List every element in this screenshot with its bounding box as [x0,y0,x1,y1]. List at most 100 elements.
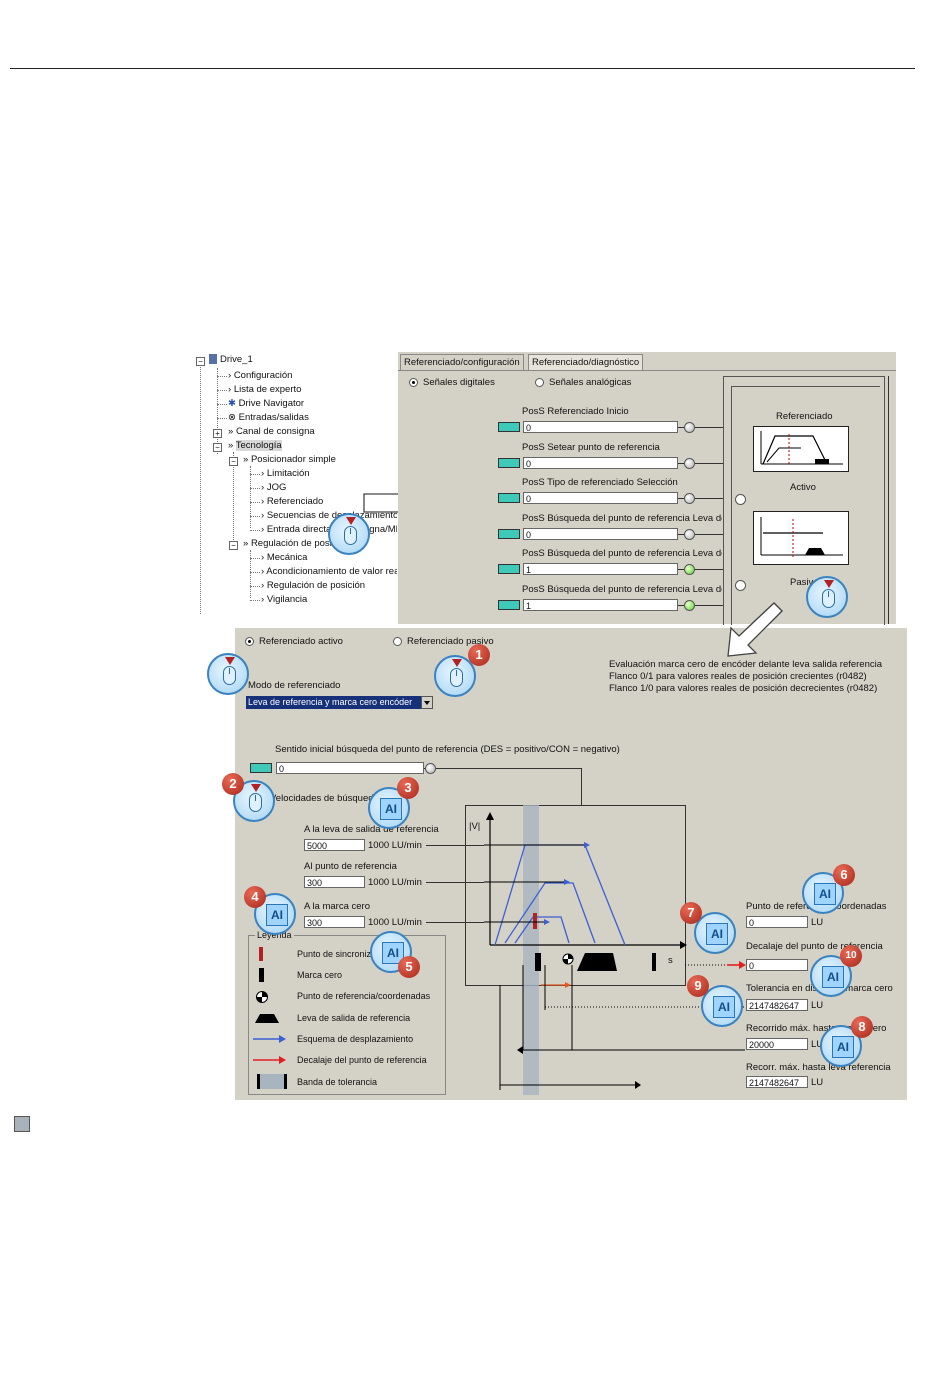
v1-wire [426,845,484,846]
v1-input[interactable]: 5000 [304,839,365,851]
passive-referencing-diagram[interactable] [753,511,849,565]
signal-input-tipo[interactable]: 0 [523,492,678,504]
tree-item-secuencias[interactable]: › Secuencias de desplazamiento [261,510,397,521]
signal-input-inicio[interactable]: 0 [523,421,678,433]
p1-input[interactable]: 0 [746,916,808,928]
signal-label-tipo: PosS Tipo de referenciado Selección [522,477,678,488]
p4-unit: LU [811,1039,824,1050]
signal-wire [678,498,723,499]
chevron-down-icon[interactable] [421,696,433,709]
direction-wire-down [581,768,582,806]
legend-item: Punto de referencia/coordenadas [297,991,431,1001]
tree-item-regulacion-posicion[interactable]: › Regulación de posición [261,580,366,591]
radio-label-activo: Referenciado activo [259,636,343,647]
signal-input-busqueda-2[interactable]: 1 [523,563,678,575]
tab-referenciado-configuracion[interactable]: Referenciado/configuración [400,354,524,370]
note-square-icon [14,1116,30,1132]
connector-icon[interactable] [250,763,272,773]
click-marker-icon [346,517,356,525]
radio-referenciado-activo[interactable] [245,637,254,646]
radio-mode-passive[interactable] [735,580,746,591]
connector-icon[interactable] [498,458,520,468]
ai-input-hint: AI [694,912,736,954]
tree-item-label: Limitación [266,468,310,479]
p2-input[interactable]: 0 [746,959,808,971]
tree-item-configuracion[interactable]: › Configuración [228,370,292,381]
expand-icon[interactable]: + [213,429,222,438]
mouse-icon [223,666,236,685]
connector-icon[interactable] [498,564,520,574]
collapse-icon[interactable]: − [196,357,205,366]
legend-item: Leva de salida de referencia [297,1013,411,1023]
blue-arrow-icon [253,1035,286,1043]
v3-input[interactable]: 300 [304,916,365,928]
tree-item-acondicionamiento[interactable]: › Acondicionamiento de valor real [261,566,397,577]
tree-item-label: JOG [266,482,287,493]
p5-input[interactable]: 2147482647 [746,1076,808,1088]
tab-referenciado-diagnostico[interactable]: Referenciado/diagnóstico [528,354,644,370]
step-badge-10: 10 [840,945,862,967]
tree-root-drive[interactable]: Drive_1 [209,354,253,365]
cam-icon [255,1014,279,1023]
tab-underline [398,370,896,371]
collapse-icon[interactable]: − [229,541,238,550]
tree-item-label: Regulación de posición [250,538,350,549]
connector-icon[interactable] [498,529,520,539]
tree-item-drive-navigator[interactable]: ✱ Drive Navigator [228,398,304,409]
signal-input-busqueda-3[interactable]: 1 [523,599,678,611]
mouse-icon [344,526,357,545]
collapse-icon[interactable]: − [213,443,222,452]
ai-icon: AI [382,942,404,964]
click-marker-icon [824,580,834,588]
direction-input[interactable]: 0 [276,762,424,774]
tree-item-regulacion[interactable]: » Regulación de posición [243,538,397,549]
legend-item: Decalaje del punto de referencia [297,1055,427,1065]
click-marker-icon [225,657,235,665]
p4-input[interactable]: 20000 [746,1038,808,1050]
connector-icon[interactable] [498,600,520,610]
status-led [684,422,695,433]
tree-item-vigilancia[interactable]: › Vigilancia [261,594,308,605]
ai-icon: AI [822,966,844,988]
tree-item-limitacion[interactable]: › Limitación [261,468,310,479]
p3-unit: LU [811,1000,824,1011]
collapse-icon[interactable]: − [229,457,238,466]
signal-label-busqueda-3: PosS Búsqueda del punto de referencia Le… [522,584,722,595]
tree-item-lista-experto[interactable]: › Lista de experto [228,384,301,395]
radio-referenciado-pasivo[interactable] [393,637,402,646]
active-referencing-diagram[interactable] [753,426,849,472]
v2-input[interactable]: 300 [304,876,365,888]
connector-icon[interactable] [498,422,520,432]
radio-mode-active[interactable] [735,494,746,505]
p3-input[interactable]: 2147482647 [746,999,808,1011]
radio-senales-digitales[interactable] [409,378,418,387]
tree-item-referenciado[interactable]: › Referenciado [261,496,324,507]
mode-select[interactable]: Leva de referencia y marca cero encóder [246,696,422,709]
mouse-icon [450,668,463,687]
tree-item-jog[interactable]: › JOG [261,482,287,493]
p1-unit: LU [811,917,824,928]
tree-item-entradas-salidas[interactable]: ⊗ Entradas/salidas [228,412,309,423]
tree-item-posicionador[interactable]: » Posicionador simple [243,454,336,465]
ai-icon: AI [832,1036,854,1058]
project-tree: − Drive_1 › Configuración › Lista de exp… [195,352,398,614]
p2-label: Decalaje del punto de referencia [746,941,883,952]
motion-profile-diagram [465,805,745,1095]
tree-item-canal-consigna[interactable]: » Canal de consigna [228,426,315,437]
v3-unit: 1000 LU/min [368,917,422,928]
p5-label: Recorr. máx. hasta leva referencia [746,1062,891,1073]
radio-senales-analogicas[interactable] [535,378,544,387]
ai-icon: AI [713,996,735,1018]
mouse-icon [822,589,835,608]
drive-icon [209,354,217,365]
signal-input-setear[interactable]: 0 [523,457,678,469]
red-arrow-icon [253,1056,286,1064]
direction-label: Sentido inicial búsqueda del punto de re… [275,744,620,755]
signal-label-busqueda-1: PosS Búsqueda del punto de referencia Le… [522,513,722,524]
tree-item-mecanica[interactable]: › Mecánica [261,552,308,563]
connector-icon[interactable] [498,493,520,503]
tolerance-band-icon [257,1074,287,1089]
tree-item-tecnologia[interactable]: » Tecnología [228,440,282,451]
signal-input-busqueda-1[interactable]: 0 [523,528,678,540]
signal-wire [678,427,723,428]
